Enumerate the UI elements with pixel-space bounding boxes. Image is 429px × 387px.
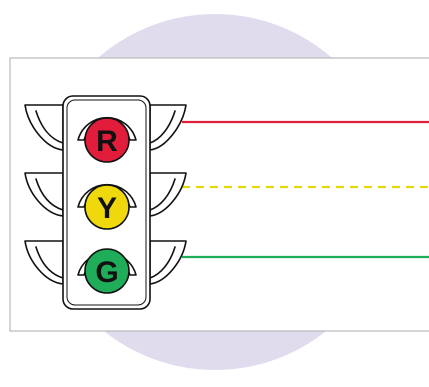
- right-flap-bot-inner: [149, 246, 176, 279]
- right-flap-top-inner: [149, 110, 176, 144]
- right-flap-mid-inner: [149, 178, 176, 211]
- green-lens-letter: G: [95, 256, 118, 289]
- left-flap-top-inner: [35, 110, 64, 144]
- green-lens: [84, 248, 130, 294]
- red-lens: [84, 117, 130, 163]
- light-housing-inner: [66, 99, 147, 306]
- traffic-light: [24, 95, 187, 310]
- yellow-lens: [84, 184, 130, 230]
- red-lens-letter: R: [96, 125, 118, 158]
- yellow-lens-letter: Y: [97, 192, 117, 225]
- left-flap-mid-inner: [35, 178, 64, 211]
- left-flap-bot-inner: [35, 246, 64, 279]
